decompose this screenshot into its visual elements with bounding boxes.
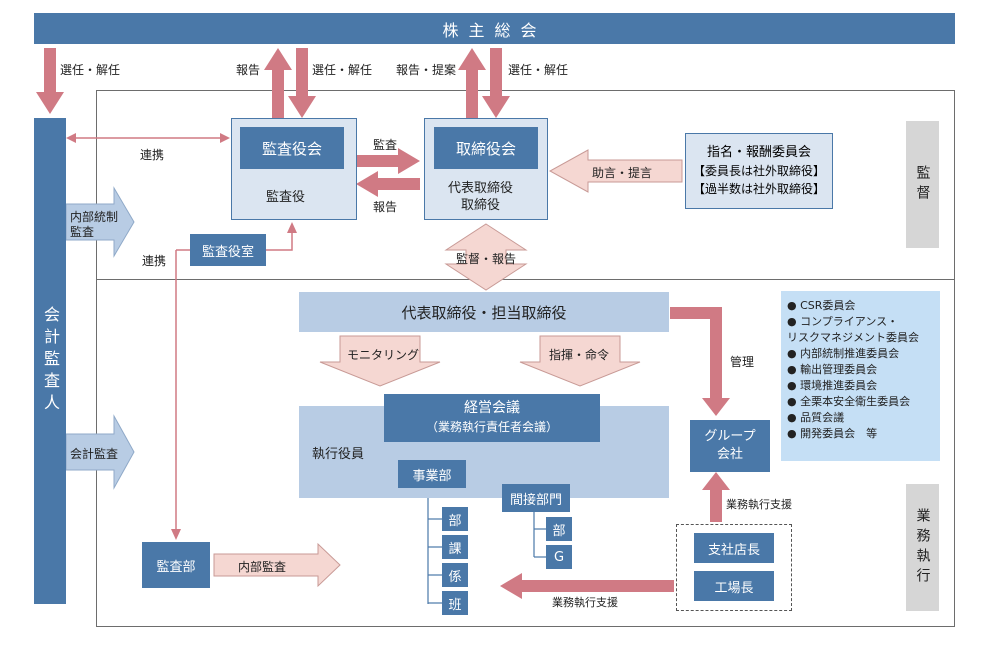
supervision-band: 監督 (906, 121, 939, 248)
audit-board-member: 監査役 (266, 190, 306, 205)
arrow-monitoring (319, 335, 441, 387)
business-unit-han: 班 (442, 591, 468, 615)
label-report-1: 報告 (236, 63, 261, 77)
arrow-direction (519, 335, 641, 387)
accounting-auditor-label: 会計監査人 (41, 306, 60, 416)
audit-dept: 監査部 (142, 542, 210, 588)
arrow-appoint-audit-down (288, 48, 316, 118)
committee-item: ● 環境推進委員会 (787, 379, 878, 392)
arrow-appoint-board-down (482, 48, 510, 118)
arrow-appoint-auditor (36, 48, 64, 114)
arrow-management (670, 307, 730, 416)
business-dept: 事業部 (398, 460, 466, 488)
label-appoint-3: 選任・解任 (508, 63, 569, 77)
branch-plant-frame (676, 524, 792, 611)
label-support-2: 業務執行支援 (552, 596, 618, 609)
label-management: 管理 (730, 355, 755, 369)
label-internal-control: 内部統制 監査 (70, 210, 119, 239)
management-meeting-title: 経営会議 (464, 400, 520, 416)
indirect-unit-bu: 部 (546, 517, 572, 541)
indirect-unit-g: G (546, 545, 572, 569)
label-support-1: 業務執行支援 (726, 498, 792, 511)
business-unit-bu: 部 (442, 507, 468, 531)
arrow-audit (356, 148, 420, 174)
audit-office: 監査役室 (190, 234, 266, 266)
arrow-report-audit-up (264, 48, 292, 118)
arrowhead-coop-left (66, 133, 76, 143)
committee-item: ● 全栗本安全衛生委員会 (787, 395, 911, 408)
arrowhead-coop-right (220, 133, 230, 143)
arrow-accounting-audit (65, 414, 135, 490)
arrow-support-left (500, 573, 674, 599)
nomination-note-2: 【過半数は社外取締役】 (692, 182, 825, 196)
plant-manager: 工場長 (694, 571, 774, 601)
board-member-1: 代表取締役 (448, 181, 514, 196)
business-unit-ka: 課 (442, 535, 468, 559)
nomination-committee: 指名・報酬委員会 【委員長は社外取締役】 【過半数は社外取締役】 (685, 133, 833, 209)
label-report-2: 報告 (373, 200, 398, 214)
label-direction: 指揮・命令 (549, 348, 610, 362)
committee-item: ● 内部統制推進委員会 (787, 347, 900, 360)
label-appoint-2: 選任・解任 (312, 63, 373, 77)
arrowhead-office-board (287, 222, 297, 233)
arrow-internal-audit (213, 542, 341, 588)
shareholders-meeting-label: 株主総会 (442, 20, 547, 40)
line-office-to-board (266, 232, 293, 251)
accounting-auditor: 会計監査人 (34, 118, 66, 604)
label-internal-audit: 内部監査 (238, 560, 287, 574)
arrow-support-up (702, 472, 730, 522)
indirect-dept: 間接部門 (502, 484, 570, 512)
shareholders-meeting: 株主総会 (34, 13, 955, 44)
label-report-proposal: 報告・提案 (396, 63, 457, 77)
board-member-2: 取締役 (461, 198, 501, 213)
board-title: 取締役会 (434, 127, 538, 169)
committee-item: ● コンプライアンス・ リスクマネジメント委員会 (787, 315, 919, 344)
arrow-report-board-up (458, 48, 486, 118)
committee-list: ● CSR委員会 ● コンプライアンス・ リスクマネジメント委員会 ● 内部統制… (781, 291, 940, 461)
rep-directors: 代表取締役・担当取締役 (299, 292, 669, 332)
nomination-title: 指名・報酬委員会 (706, 145, 811, 160)
nomination-note-1: 【委員長は社外取締役】 (692, 164, 825, 178)
branch-manager: 支社店長 (694, 533, 774, 563)
execution-band: 業務執行 (906, 484, 939, 611)
audit-board-title: 監査役会 (240, 127, 344, 169)
label-audit: 監査 (373, 138, 398, 152)
committee-item: ● 輸出管理委員会 (787, 363, 878, 376)
label-advice: 助言・提言 (592, 166, 653, 180)
group-companies: グループ 会社 (690, 420, 770, 472)
arrow-internal-control (65, 186, 135, 258)
label-monitoring: モニタリング (347, 348, 420, 362)
label-appoint-1: 選任・解任 (60, 63, 121, 77)
management-meeting-subtitle: （業務執行責任者会議） (425, 420, 558, 434)
management-meeting: 経営会議 （業務執行責任者会議） (384, 394, 600, 442)
committee-item: ● CSR委員会 (787, 299, 856, 312)
business-unit-kakari: 係 (442, 563, 468, 587)
label-supervision-report: 監督・報告 (456, 252, 517, 266)
label-cooperation-1: 連携 (140, 148, 165, 162)
arrow-advice (548, 149, 683, 193)
committee-item: ● 開発委員会 等 (787, 427, 878, 440)
executive-officers-label: 執行役員 (312, 447, 365, 462)
label-cooperation-2: 連携 (142, 254, 167, 268)
committee-item: ● 品質会議 (787, 411, 845, 424)
arrow-supervision-report (444, 223, 528, 291)
label-accounting-audit: 会計監査 (70, 447, 119, 461)
arrow-report-left (356, 171, 420, 197)
arrowhead-to-audit-dept (171, 529, 181, 540)
